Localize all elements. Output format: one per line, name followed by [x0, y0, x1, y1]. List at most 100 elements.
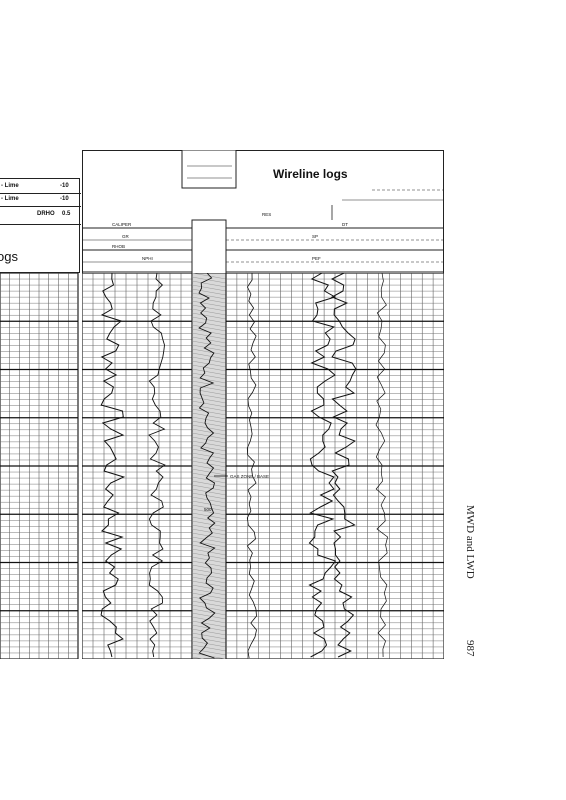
lithology-hatch	[191, 396, 227, 404]
left-panel-header: - Lime -10 - Lime -10 DRHO 0.5 ogs	[0, 178, 81, 273]
lithology-hatch	[191, 504, 227, 512]
lithology-hatch	[191, 324, 227, 332]
left-log-grid	[0, 273, 79, 659]
lithology-hatch	[191, 372, 227, 380]
lithology-hatch	[191, 544, 227, 552]
left-panel-title: ogs	[0, 249, 18, 264]
curve-label: RHOB	[112, 244, 125, 249]
lithology-hatch	[191, 508, 227, 516]
lithology-hatch	[191, 296, 227, 304]
lithology-hatch	[191, 584, 227, 592]
left-scale-row-3-value: 0.5	[62, 211, 71, 217]
lithology-hatch	[191, 280, 227, 288]
lithology-hatch	[191, 400, 227, 408]
lithology-hatch	[191, 468, 227, 476]
lithology-hatch	[191, 316, 227, 324]
lithology-hatch	[191, 352, 227, 360]
lithology-hatch	[191, 388, 227, 396]
lithology-hatch	[191, 596, 227, 604]
lithology-hatch	[191, 364, 227, 372]
lithology-hatch	[191, 404, 227, 412]
lithology-hatch	[191, 480, 227, 488]
lithology-hatch	[191, 284, 227, 292]
lithology-hatch	[191, 500, 227, 508]
lithology-hatch	[191, 420, 227, 428]
page-number: 987	[464, 640, 476, 657]
lithology-hatch	[191, 440, 227, 448]
lithology-hatch	[191, 612, 227, 620]
wireline-log-grid: GAS ZONE / BASE 500	[82, 273, 444, 659]
lithology-hatch	[191, 452, 227, 460]
left-scale-row-2-value: -10	[60, 196, 69, 202]
lithology-hatch	[191, 444, 227, 452]
sonic-curve	[375, 273, 388, 658]
lithology-hatch	[191, 516, 227, 524]
lithology-hatch	[191, 448, 227, 456]
lithology-hatch	[191, 464, 227, 472]
header-depth-scale-box	[181, 150, 237, 189]
wireline-header: Wireline logs	[82, 150, 444, 276]
lithology-hatch	[191, 432, 227, 440]
lithology-hatch	[191, 436, 227, 444]
lithology-hatch	[191, 368, 227, 376]
left-scale-row-3-label: DRHO	[37, 211, 55, 217]
lithology-hatch	[191, 512, 227, 520]
annotation-label: GAS ZONE / BASE	[230, 474, 269, 479]
curve-label: CALIPER	[112, 222, 132, 227]
lithology-hatch	[191, 312, 227, 320]
lithology-hatch	[191, 356, 227, 364]
lithology-hatch	[191, 528, 227, 536]
lithology-hatch	[191, 288, 227, 296]
lithology-hatch	[191, 568, 227, 576]
left-scale-row-1-value: -10	[60, 183, 69, 189]
neutron-curve	[330, 273, 357, 658]
lithology-hatch	[191, 656, 205, 659]
lithology-hatch	[191, 536, 227, 544]
gamma-ray-curve	[100, 273, 126, 658]
lithology-hatch	[191, 484, 227, 492]
lithology-hatch	[191, 648, 227, 656]
lithology-hatch	[191, 292, 227, 300]
lithology-hatch	[191, 644, 227, 652]
lithology-hatch	[191, 320, 227, 328]
lithology-hatch	[191, 604, 227, 612]
header-depth-box	[191, 219, 227, 276]
lithology-hatch	[191, 564, 227, 572]
page-number-text: 987	[464, 640, 476, 657]
depth-mark: 500	[204, 507, 212, 512]
lithology-hatch	[191, 588, 227, 596]
lithology-hatch	[191, 308, 227, 316]
lithology-hatch	[191, 472, 227, 480]
curve-label: DT	[342, 222, 348, 227]
lithology-hatch	[191, 380, 227, 388]
density-curve	[308, 273, 337, 658]
lithology-hatch	[191, 408, 227, 416]
running-head: MWD and LWD	[464, 505, 476, 579]
lithology-hatch	[191, 600, 227, 608]
lithology-hatch	[191, 488, 227, 496]
running-head-text: MWD and LWD	[464, 505, 476, 579]
curve-label: RES	[262, 212, 271, 217]
lithology-hatch	[191, 376, 227, 384]
lithology-hatch	[191, 360, 227, 368]
lithology-hatch	[191, 416, 227, 424]
lithology-hatch	[191, 620, 227, 628]
lithology-hatch	[191, 580, 227, 588]
lithology-hatch	[191, 540, 227, 548]
left-scale-row-2-label: - Lime	[1, 196, 19, 202]
resistivity-curve	[246, 273, 257, 659]
lithology-hatch	[191, 560, 227, 568]
lithology-curve	[198, 273, 216, 659]
curve-label: SP	[312, 234, 318, 239]
lithology-hatch	[191, 636, 227, 644]
lithology-hatch	[191, 492, 227, 500]
lithology-hatch	[191, 640, 227, 648]
lithology-hatch	[191, 616, 227, 624]
lithology-hatch	[191, 276, 227, 284]
lithology-hatch	[191, 496, 227, 504]
lithology-hatch	[191, 392, 227, 400]
lithology-hatch	[191, 344, 227, 352]
curve-label: PEF	[312, 256, 321, 261]
